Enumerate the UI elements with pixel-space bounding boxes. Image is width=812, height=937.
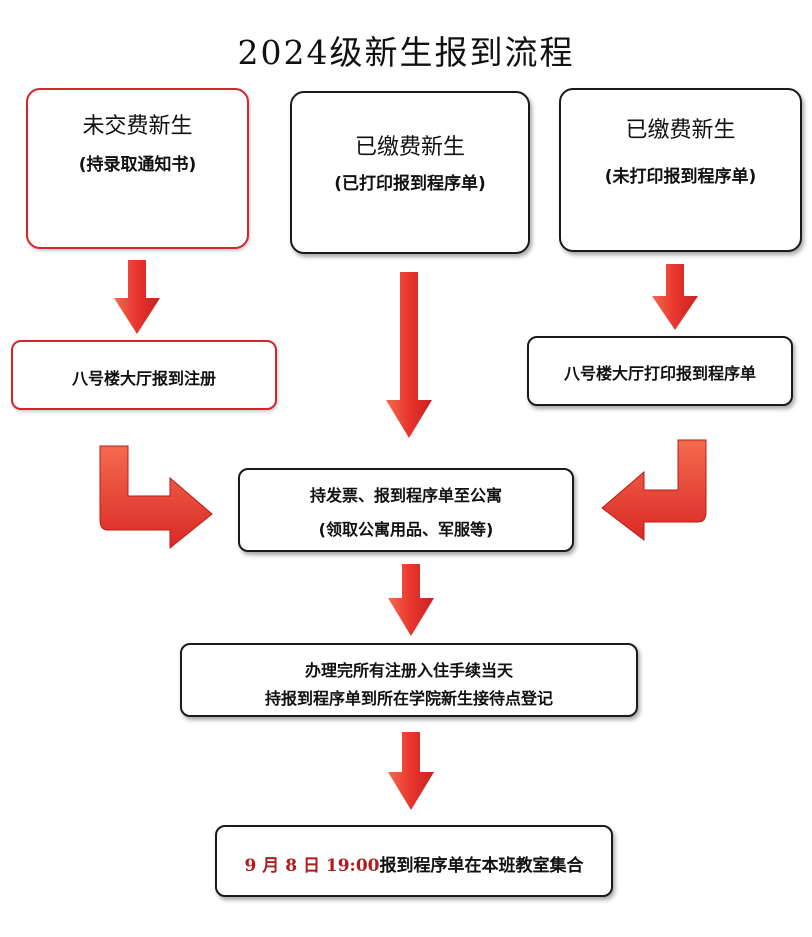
arrow-bent-left [99, 445, 213, 550]
box-paid-printed: 已缴费新生 (已打印报到程序单) [290, 91, 530, 254]
page-title: 2024级新生报到流程 [237, 33, 575, 72]
box-unpaid-sub: (持录取通知书) [78, 155, 197, 175]
apartment-line2: (领取公寓用品、军服等) [318, 520, 494, 539]
print-hall-label: 八号楼大厅打印报到程序单 [563, 364, 756, 383]
final-text: 报到程序单在本班教室集合 [379, 856, 584, 876]
box-unpaid-students: 未交费新生 (持录取通知书) [26, 88, 249, 249]
arrow-down-left [114, 260, 160, 334]
arrow-down-middle [386, 272, 432, 438]
box-college-register: 办理完所有注册入住手续当天 持报到程序单到所在学院新生接待点登记 [180, 643, 638, 717]
box-paid-unprinted: 已缴费新生 (未打印报到程序单) [559, 88, 802, 252]
box-final-gathering: 9 月 8 日 19:00报到程序单在本班教室集合 [215, 825, 613, 897]
box-paid-unprinted-title: 已缴费新生 [625, 118, 736, 143]
arrow-down-right [652, 264, 698, 330]
box-paid-printed-sub: (已打印报到程序单) [334, 174, 486, 194]
box-paid-printed-title: 已缴费新生 [354, 135, 465, 160]
final-day-unit: 日 [302, 856, 320, 876]
register-hall-label: 八号楼大厅报到注册 [71, 369, 216, 388]
final-time: 19:00 [325, 856, 380, 876]
box-paid-unprinted-sub: (未打印报到程序单) [604, 167, 757, 187]
apartment-line1: 持发票、报到程序单至公寓 [309, 486, 502, 505]
final-gathering-text: 9 月 8 日 19:00报到程序单在本班教室集合 [217, 851, 611, 876]
final-month-num: 9 [244, 856, 257, 876]
box-print-hall: 八号楼大厅打印报到程序单 [527, 336, 793, 406]
college-register-line1: 办理完所有注册入住手续当天 [304, 661, 513, 680]
box-unpaid-title: 未交费新生 [82, 114, 193, 139]
arrow-bent-right [601, 439, 707, 542]
box-apartment: 持发票、报到程序单至公寓 (领取公寓用品、军服等) [238, 468, 574, 552]
final-day-num: 8 [285, 856, 298, 876]
final-month-unit: 月 [262, 856, 280, 876]
arrow-down-register [388, 732, 434, 810]
box-register-hall: 八号楼大厅报到注册 [11, 340, 277, 410]
college-register-line2: 持报到程序单到所在学院新生接待点登记 [264, 689, 553, 708]
arrow-down-apartment [388, 564, 434, 636]
